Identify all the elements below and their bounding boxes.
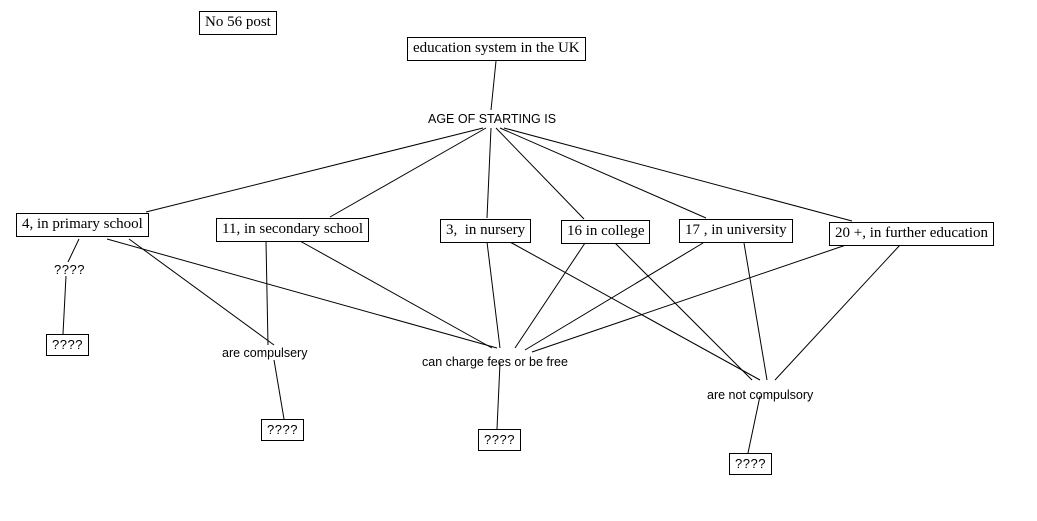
relation-are-not-compulsory: are not compulsory [707, 388, 814, 402]
edge-notcompulsory-to-unknownbox [747, 395, 761, 454]
edge-relation-to-nursery [486, 127, 492, 219]
edge-further-to-notcompulsory [774, 244, 901, 381]
node-university: 17 , in university [679, 219, 793, 243]
edge-university-to-notcompulsory [743, 242, 768, 381]
node-secondary-school: 11, in secondary school [216, 218, 370, 242]
edge-secondary-to-compulsery [265, 240, 269, 346]
edge-relation-to-primary [145, 127, 484, 213]
unknown-box-fees: ???? [478, 429, 521, 451]
relation-are-compulsery: are compulsery [222, 346, 308, 360]
relation-age-of-starting-is: AGE OF STARTING IS [428, 112, 557, 126]
unknown-box-compulsery: ???? [261, 419, 304, 441]
edge-relation-to-university [499, 127, 707, 219]
edge-university-to-fees [524, 242, 704, 351]
edge-relation-to-college [495, 127, 585, 220]
edge-relation-to-further [503, 127, 853, 222]
edge-fees-to-unknownbox [496, 362, 501, 430]
edge-primary-to-fees [106, 238, 498, 349]
edge-relation-to-secondary [329, 127, 487, 218]
edge-college-to-notcompulsory [614, 242, 753, 381]
node-nursery: 3, in nursery [440, 219, 532, 243]
edge-primary-to-unknown [67, 238, 80, 263]
unknown-box-not-compulsory: ???? [729, 453, 772, 475]
edge-college-to-fees [514, 242, 586, 349]
edge-compulsery-to-unknownbox [273, 359, 285, 420]
edge-further-to-fees [531, 244, 847, 353]
node-college: 16 in college [561, 220, 651, 244]
relation-unknown-primary: ???? [54, 262, 85, 277]
edge-primary-to-compulsery [128, 238, 275, 346]
relation-can-charge-fees: can charge fees or be free [422, 355, 568, 369]
edge-root-to-relation [490, 60, 497, 111]
edge-secondary-to-fees [299, 240, 493, 349]
post-note-box: No 56 post [199, 11, 277, 35]
node-further-education: 20 +, in further education [829, 222, 994, 246]
unknown-box-primary: ???? [46, 334, 89, 356]
edge-unknown-to-unknownbox [62, 275, 67, 335]
edge-nursery-to-fees [486, 241, 501, 349]
node-primary-school: 4, in primary school [16, 213, 149, 237]
root-node-education-system: education system in the UK [407, 37, 586, 61]
